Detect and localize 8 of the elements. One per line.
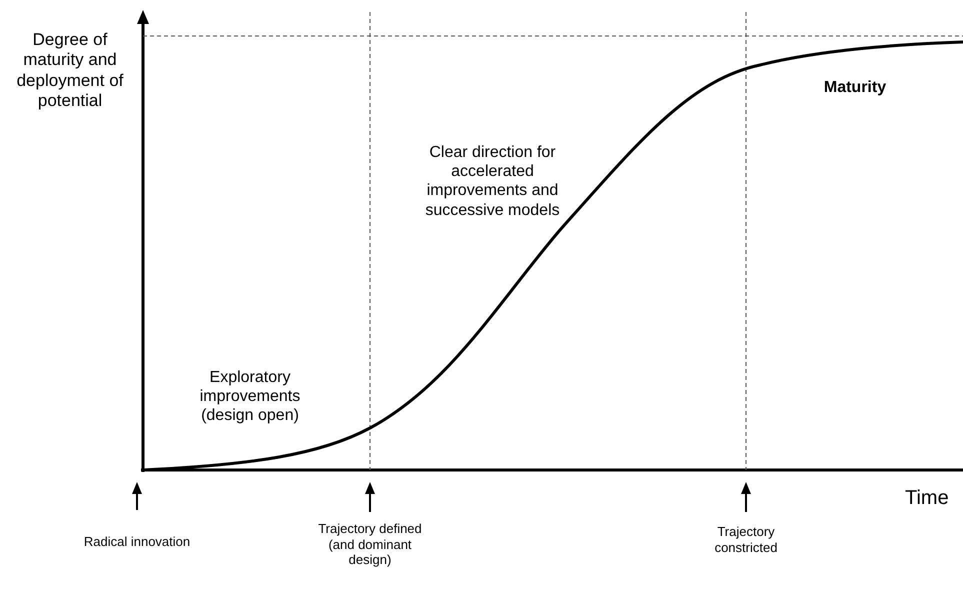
milestone-label: Trajectory constricted xyxy=(714,524,778,556)
axis-title: Time xyxy=(905,486,950,510)
milestone-label: Trajectory defined (and dominant design) xyxy=(317,521,423,568)
phase-label: Maturity xyxy=(822,78,888,98)
milestone-label: Radical innovation xyxy=(82,534,192,550)
axis-title: Degree of maturity and deployment of potential xyxy=(16,30,124,112)
annotation-text: Exploratory improvements (design open) xyxy=(198,368,302,426)
annotation-text: Clear direction for accelerated improvements and successive models xyxy=(424,143,561,220)
